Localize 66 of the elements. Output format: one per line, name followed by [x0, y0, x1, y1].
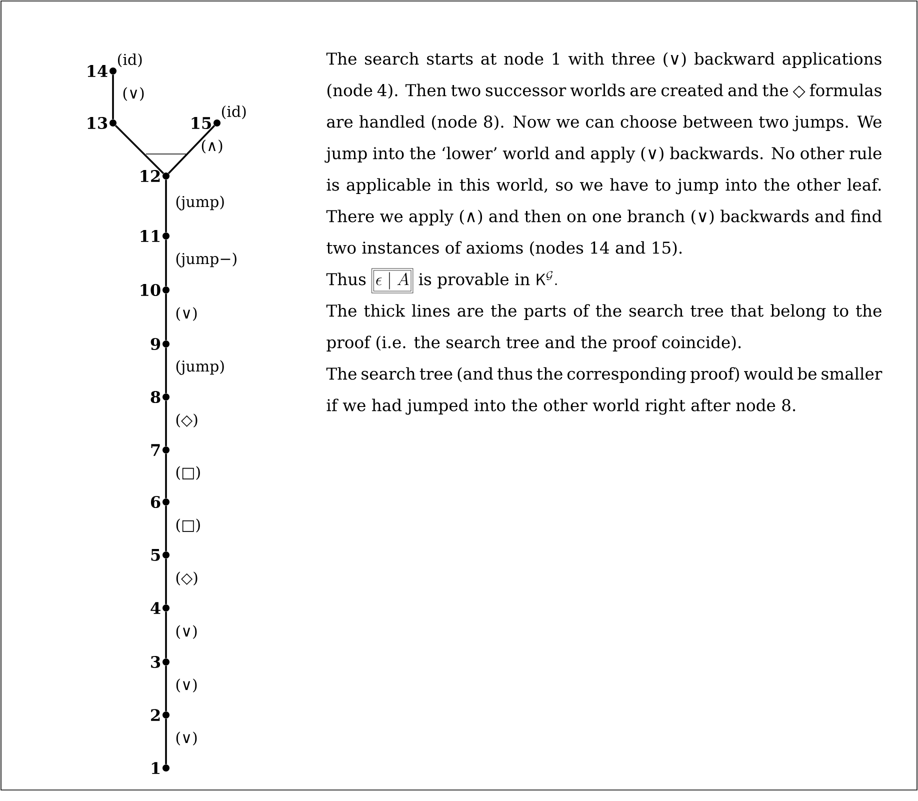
tree-edge	[165, 180, 167, 232]
node-label: 12	[140, 170, 160, 182]
tree-edge	[165, 454, 167, 498]
node-label: 8	[150, 390, 160, 404]
node-label: 2	[151, 709, 160, 721]
paragraph: Thus	[326, 272, 366, 286]
tree-edge	[165, 348, 167, 394]
rule-label: (jump)	[176, 360, 224, 375]
node-label: 10	[140, 284, 160, 296]
node-label: 11	[140, 230, 160, 242]
tree-node: 6	[150, 496, 170, 508]
tree-node: 9	[150, 338, 170, 350]
rule-label: (jump)	[176, 196, 224, 210]
tree-node: 1	[152, 762, 170, 774]
tree-node: 15 (id)	[192, 105, 246, 130]
node-label: 14	[88, 65, 108, 77]
tree-edge	[114, 124, 164, 174]
tree-node: 3	[151, 656, 170, 668]
tree-node: 4	[150, 602, 170, 614]
node-label: 13	[88, 116, 108, 130]
tree-edge	[165, 718, 167, 764]
node-label: 4	[150, 602, 160, 614]
tree-edge	[165, 558, 167, 604]
node-label: 7	[151, 444, 160, 456]
paragraph: The thick lines are the parts of the search tree that belong to the proof (i.e. the search tree and the proof coincide).	[326, 304, 882, 352]
rule-label: (jump−)	[176, 252, 236, 268]
rule-label: (◇)	[176, 572, 198, 586]
rule-label: (∨)	[176, 678, 197, 692]
node-label: 6	[150, 496, 160, 508]
rule-label: (□)	[176, 518, 200, 532]
rule-label: (∨)	[123, 87, 144, 101]
rule-label: (∨)	[176, 732, 197, 746]
paragraph: is provable in	[418, 272, 530, 288]
rule-label: (∨)	[176, 307, 197, 321]
tree-edge	[112, 74, 114, 120]
node-label: 9	[150, 338, 160, 350]
tree-node: 13	[88, 116, 116, 130]
rule-label: (◇)	[176, 414, 198, 428]
paragraph: The search starts at node 1 with three (∨) backward applications (node 4). Then two successor worlds are created and the ◇ formulas are handled (node 8). Now we can choose between two jumps. We jump into the ‘lower’ world and apply (∨) backwards. No other rule is applicable in this world, so we have to jump into the other leaf. There we apply (∧) and then on one branch (∨) backwards and find two instances of axioms (nodes 14 and 15).	[324, 52, 882, 256]
tree-node: 7	[151, 444, 170, 456]
node-label: (id)	[118, 53, 142, 68]
node-label: (id)	[222, 105, 246, 120]
tree-edge	[168, 125, 216, 174]
node-label: 1	[152, 762, 160, 774]
tree-node: 8	[150, 390, 170, 404]
tree-edge	[165, 240, 167, 286]
node-label: 15	[192, 116, 211, 130]
rule-label: (∧)	[202, 140, 222, 154]
tree-node: 12	[140, 170, 170, 182]
node-label: 3	[151, 656, 160, 668]
node-label: 5	[151, 549, 160, 561]
paragraph: The search tree (and thus the corresponding proof) would be smaller if we had jumped into the other world right after node 8.	[326, 367, 882, 415]
tree-node: 2	[151, 709, 170, 721]
boxed-formula: $\epsilon \mid A$	[371, 268, 414, 294]
tree-node: 5	[151, 549, 170, 561]
tree-node: 14 (id)	[88, 53, 142, 77]
rule-label: (□)	[176, 466, 200, 480]
tree-node: 11	[140, 230, 170, 242]
tree-edge	[165, 506, 167, 552]
tree-edge	[165, 400, 167, 446]
rule-label: (∨)	[176, 625, 197, 639]
tree-edge	[165, 666, 167, 712]
tree-edge	[165, 612, 167, 658]
tree-edge	[165, 294, 167, 340]
formula: $\mathsf{K}^{\mathcal{G}}.$	[536, 271, 557, 286]
tree-node: 10	[140, 284, 170, 296]
